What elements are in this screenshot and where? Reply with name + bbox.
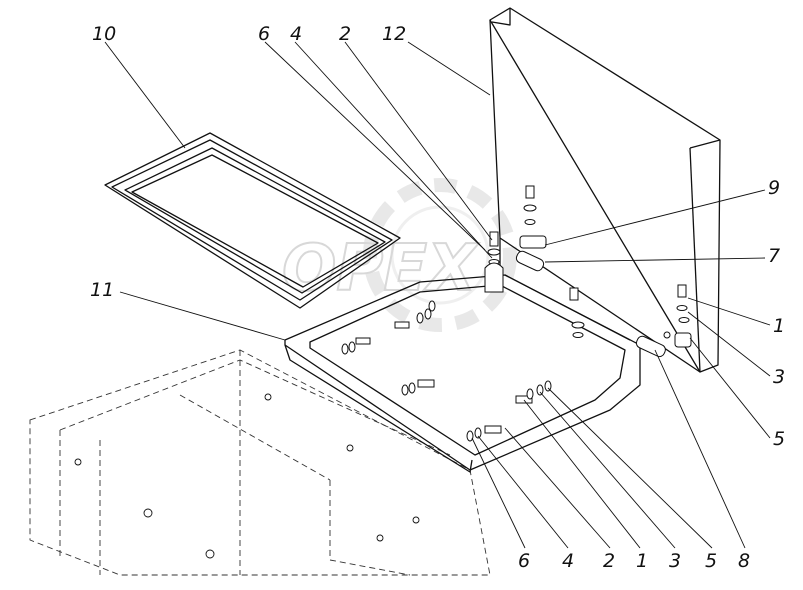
- part-10-seal-frame: [104, 132, 401, 309]
- housing-hole: [143, 508, 153, 518]
- housing-hole: [376, 534, 384, 542]
- callout-11: 11: [90, 279, 114, 301]
- callout-10: 10: [92, 23, 116, 45]
- watermark-text: OPEX: [282, 232, 479, 306]
- callout-12: 12: [382, 23, 406, 45]
- callout-1-bottom: 1: [636, 550, 648, 572]
- hinge-9: [519, 235, 547, 249]
- housing-hole: [205, 549, 215, 559]
- callout-4-bottom: 4: [562, 550, 574, 572]
- housing-hole: [74, 458, 82, 466]
- callout-1-right: 1: [773, 315, 785, 337]
- bolt: [569, 287, 585, 338]
- housing-hole: [412, 516, 420, 524]
- callout-3-bottom: 3: [669, 550, 681, 572]
- bolt: [523, 185, 537, 225]
- housing-hole: [346, 444, 354, 452]
- callout-6-bottom: 6: [518, 550, 530, 572]
- callout-3-right: 3: [773, 366, 785, 388]
- callout-6-top: 6: [258, 23, 270, 45]
- pin-8: [635, 331, 671, 358]
- pin-7: [515, 250, 545, 272]
- callout-5-bottom: 5: [705, 550, 717, 572]
- callout-2-top: 2: [339, 23, 351, 45]
- housing-dashed: [29, 349, 491, 576]
- leader-lines: [104, 41, 771, 549]
- tray-bolts-upper: [341, 300, 436, 355]
- housing-hole: [264, 393, 272, 401]
- fasteners: [341, 185, 692, 442]
- bolt: [674, 284, 692, 348]
- callout-5-right: 5: [773, 428, 785, 450]
- bolt: [484, 231, 504, 293]
- callout-7: 7: [768, 245, 780, 267]
- callout-2-bottom: 2: [603, 550, 615, 572]
- callout-4-top: 4: [290, 23, 302, 45]
- callout-9: 9: [768, 177, 780, 199]
- callout-8: 8: [738, 550, 750, 572]
- tray-bolts-lower: [401, 379, 552, 442]
